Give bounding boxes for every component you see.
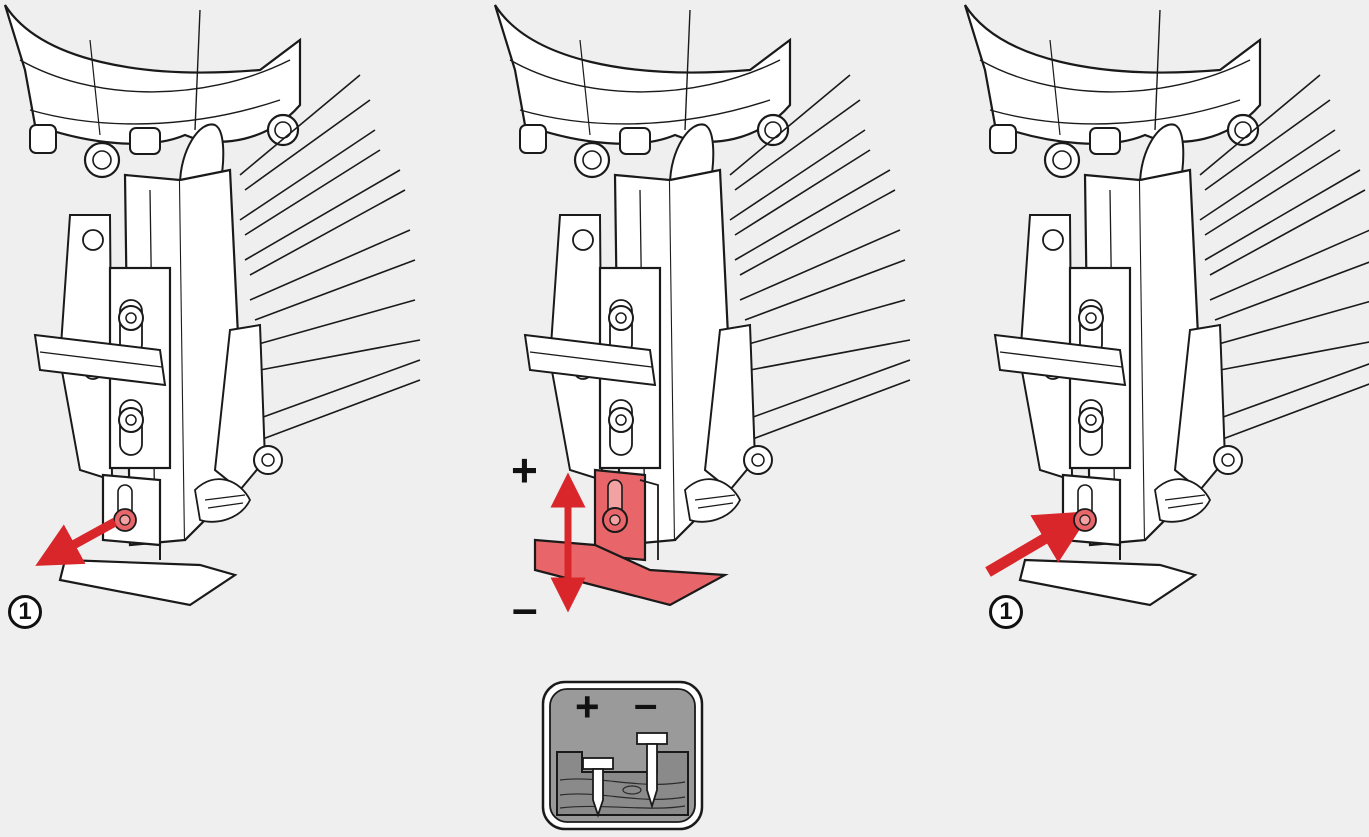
step3-push-arrow [985, 511, 1092, 577]
shallow-nail-icon [636, 732, 668, 810]
step2-tool-drawing [493, 3, 912, 547]
step1-pull-arrow [35, 518, 118, 566]
step2-panel [493, 3, 912, 613]
depth-setting-icon [541, 680, 704, 831]
step3-tool-drawing [963, 3, 1369, 607]
step3-marker: 1 [989, 595, 1023, 629]
step1-marker: 1 [8, 595, 42, 629]
step3-panel [963, 3, 1369, 607]
depth-icon-plus-label: + [575, 683, 600, 730]
step1-panel [3, 3, 422, 607]
depth-icon-minus-label: – [634, 680, 658, 727]
step2-minus-label: – [512, 582, 538, 634]
step3-screw-highlight [1073, 508, 1097, 532]
deep-nail-icon [582, 757, 614, 818]
step2-plus-label: + [511, 444, 538, 496]
step1-screw-highlight [113, 508, 137, 532]
step1-tool-drawing [3, 3, 422, 607]
